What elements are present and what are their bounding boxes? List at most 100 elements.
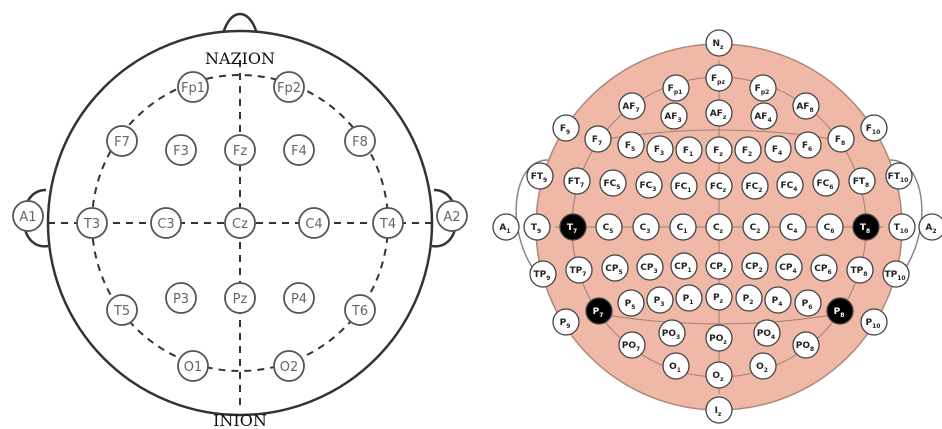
electrode-circle	[559, 213, 587, 241]
electrode-label: FT7	[568, 177, 584, 189]
electrode-label: POz	[709, 334, 727, 346]
electrode-base: P	[683, 294, 690, 304]
electrode-circle	[918, 213, 942, 241]
electrode-base: T	[567, 223, 574, 233]
electrode-label: T3	[83, 217, 100, 232]
electrode-circle	[618, 331, 646, 359]
electrode-circle	[372, 207, 404, 239]
electrode-circle	[273, 71, 305, 103]
electrode-f7: F7	[106, 125, 138, 157]
electrode-label: A1	[19, 210, 36, 225]
electrode-base: F	[713, 146, 719, 156]
electrode-label: P1	[683, 294, 694, 306]
electrode-base: AF	[664, 112, 677, 122]
electrode-label: Oz	[712, 371, 724, 383]
electrode-fc5: FC5	[599, 169, 627, 197]
electrode-subscript: 8	[865, 182, 869, 189]
electrode-base: C	[713, 223, 720, 233]
electrode-circle	[705, 324, 733, 352]
electrode-f3: F3	[646, 135, 674, 163]
electrode-subscript: 2	[749, 299, 753, 306]
electrode-circle	[492, 213, 520, 241]
electrode-label: AF7	[622, 102, 639, 114]
electrode-base: C	[677, 223, 684, 233]
electrode-base: O	[756, 362, 764, 372]
electrode-circle	[563, 167, 591, 195]
electrode-f9: F9	[552, 114, 580, 142]
electrode-base: CP	[674, 262, 688, 272]
electrode-fz: Fz	[224, 134, 256, 166]
electrode-subscript: 5	[619, 269, 623, 276]
electrode-circle	[552, 308, 580, 336]
electrode-base: C	[787, 223, 794, 233]
electrode-subscript: 1	[677, 367, 681, 374]
electrode-base: P	[593, 307, 600, 317]
electrode-cp6: CP6	[810, 254, 838, 282]
electrode-circle	[646, 286, 674, 314]
electrode-circle	[882, 260, 910, 288]
nose-outline	[220, 12, 260, 41]
electrode-c3: C3	[632, 213, 660, 241]
electrode-circle	[705, 99, 733, 127]
electrode-base: PO	[757, 329, 772, 339]
electrode-circle	[658, 319, 686, 347]
electrode-subscript: 4	[778, 150, 782, 157]
electrode-circle	[150, 207, 182, 239]
electrode-subscript: 2	[748, 151, 752, 158]
electrode-label: T9	[531, 223, 541, 235]
electrode-base: F	[866, 124, 872, 134]
electrode-subscript: 9	[546, 275, 550, 282]
electrode-circle	[670, 252, 698, 280]
electrode-subscript: 7	[635, 107, 639, 114]
electrode-circle	[595, 213, 623, 241]
electrode-base: CP	[710, 262, 724, 272]
electrode-label: PO8	[796, 341, 814, 353]
electrode-label: C6	[824, 223, 835, 235]
electrode-base: O	[712, 371, 720, 381]
electrode-subscript: 6	[830, 228, 834, 235]
electrode-o2: O2	[273, 350, 305, 382]
electrode-af4: AF4	[750, 102, 778, 130]
electrode-circle	[177, 350, 209, 382]
electrode-label: FT8	[853, 177, 869, 189]
electrode-p6: P6	[794, 289, 822, 317]
electrode-circle	[792, 92, 820, 120]
electrode-subscript: z	[720, 298, 724, 305]
electrode-base: P	[743, 294, 750, 304]
electrode-label: P9	[560, 318, 571, 330]
electrode-subscript: 5	[631, 146, 635, 153]
electrode-f6: F6	[794, 131, 822, 159]
electrode-p1: P1	[675, 284, 703, 312]
electrode-circle	[12, 200, 44, 232]
electrode-o1: O1	[662, 352, 690, 380]
electrode-subscript: 4	[771, 334, 775, 341]
electrode-c2: C2	[742, 213, 770, 241]
electrode-circle	[344, 125, 376, 157]
electrode-circle	[764, 135, 792, 163]
electrode-fc2: FC2	[741, 172, 769, 200]
electrode-subscript: z	[723, 114, 727, 121]
electrode-nz: Nz	[705, 29, 733, 57]
electrode-af3: AF3	[660, 102, 688, 130]
electrode-base: FC	[640, 181, 653, 191]
electrode-base: P	[654, 296, 661, 306]
electrode-circle	[794, 131, 822, 159]
electrode-subscript: 10	[872, 129, 880, 136]
electrode-subscript: 7	[599, 312, 603, 319]
electrode-poz: POz	[705, 324, 733, 352]
electrode-subscript: 7	[598, 140, 602, 147]
electrode-base: T	[894, 223, 901, 233]
inion-label: INION	[213, 411, 267, 429]
electrode-fp2: Fp2	[273, 71, 305, 103]
electrode-label: T7	[567, 223, 577, 235]
electrode-base: P	[560, 318, 567, 328]
electrode-subscript: 10	[900, 177, 908, 184]
electrode-label: F8	[352, 135, 368, 150]
electrode-circle	[177, 71, 209, 103]
electrode-base: TP	[884, 270, 897, 280]
electrode-circle	[526, 162, 554, 190]
electrode-label: C3	[157, 217, 174, 232]
electrode-label: AFz	[710, 109, 727, 121]
electrode-circle	[106, 294, 138, 326]
